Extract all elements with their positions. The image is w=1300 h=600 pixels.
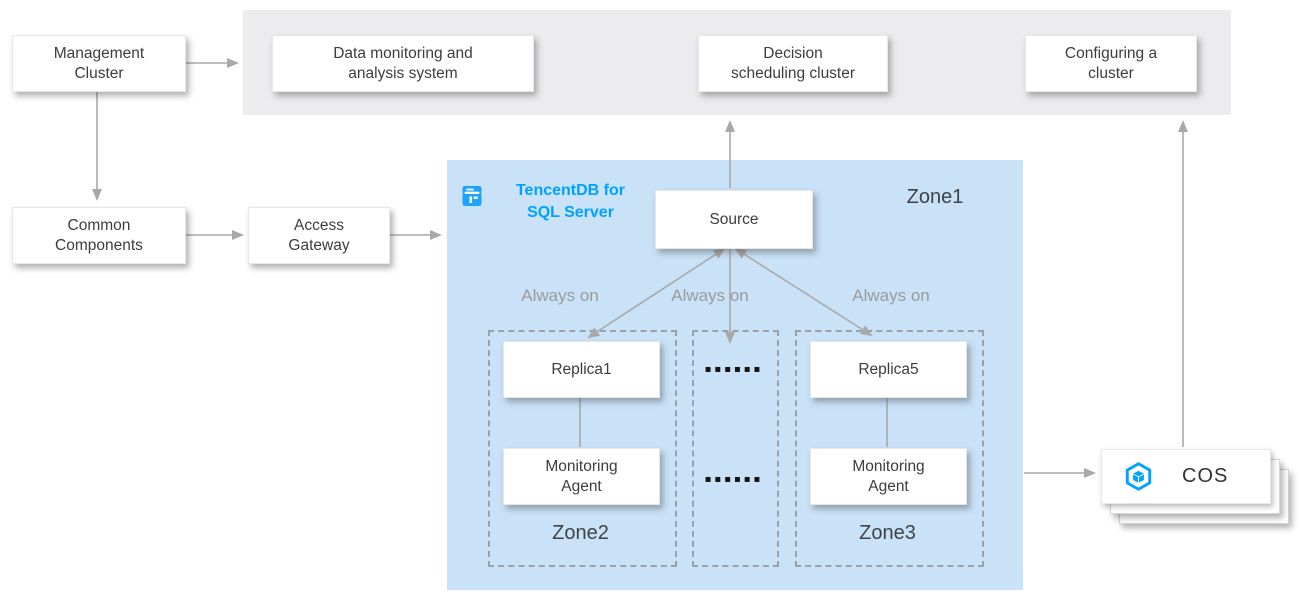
monitoring-agent-node-left: Monitoring Agent [503, 448, 660, 505]
always-on-label-left: Always on [521, 286, 599, 305]
management-cluster-node: Management Cluster [12, 35, 186, 92]
replica5-node: Replica5 [810, 341, 967, 398]
access-gateway-node: Access Gateway [248, 207, 390, 264]
cos-label: COS [1182, 465, 1229, 487]
tencentdb-product-label: TencentDB for SQL Server [515, 182, 626, 221]
monitoring-agent-node-right: Monitoring Agent [810, 448, 967, 505]
common-components-node: Common Components [12, 207, 186, 264]
decision-scheduling-node: Decision scheduling cluster [698, 35, 888, 92]
zone3-label: Zone3 [859, 522, 916, 544]
data-monitoring-node: Data monitoring and analysis system [272, 35, 534, 92]
cos-node: COS [1101, 449, 1271, 504]
source-node: Source [655, 190, 813, 249]
zone2-dashed-box [488, 330, 677, 567]
always-on-label-center: Always on [671, 286, 749, 305]
zone3-dashed-box [795, 330, 984, 567]
ellipsis-row-bottom: ▪▪▪▪▪▪ [704, 474, 764, 485]
replica1-node: Replica1 [503, 341, 660, 398]
cos-icon [1125, 462, 1152, 491]
tencentdb-icon [462, 186, 482, 206]
zone2-label: Zone2 [552, 522, 609, 544]
ellipsis-row-top: ▪▪▪▪▪▪ [704, 364, 764, 375]
always-on-label-right: Always on [852, 286, 930, 305]
configuring-cluster-node: Configuring a cluster [1025, 35, 1197, 92]
zone1-label: Zone1 [906, 186, 964, 208]
